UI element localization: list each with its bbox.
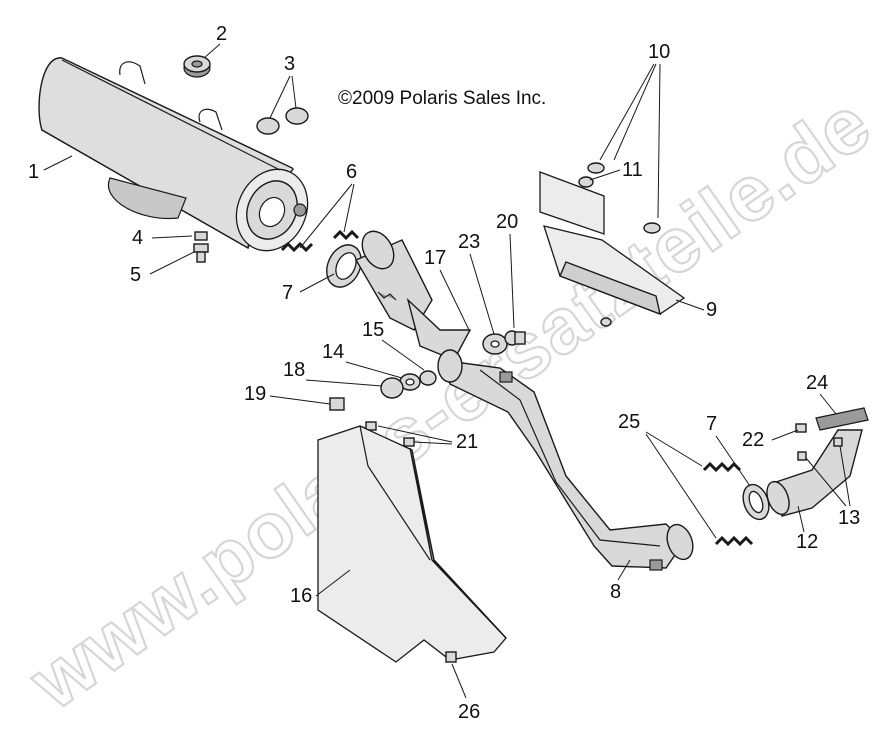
callout-9: 9: [706, 299, 717, 321]
callout-8: 8: [610, 581, 621, 603]
callout-12: 12: [796, 531, 818, 553]
grommet-part-18: [380, 377, 404, 399]
callout-15: 15: [362, 319, 384, 341]
bolt-part-19: [329, 397, 345, 411]
callout-16: 16: [290, 585, 312, 607]
callout-17: 17: [424, 247, 446, 269]
mid-pipe-part-8: [438, 359, 694, 571]
muffler-part: [38, 57, 309, 252]
spring-part-25: [702, 461, 754, 547]
callout-18: 18: [283, 359, 305, 381]
bolt-part-5: [193, 243, 209, 263]
callout-7-lower: 7: [706, 413, 717, 435]
callout-3: 3: [284, 53, 295, 75]
heat-shield-part-16: [317, 425, 507, 663]
bushing-part-15: [419, 370, 437, 386]
callout-10: 10: [648, 41, 670, 63]
washer-part-23: [482, 333, 508, 355]
bracket-part-9: [539, 171, 686, 327]
callout-19: 19: [244, 383, 266, 405]
bolt-part-22: [795, 423, 807, 433]
header-pipe-part-17: [354, 230, 472, 361]
callout-6: 6: [346, 161, 357, 183]
grommet-part-2: [183, 55, 211, 78]
callout-26: 26: [458, 701, 480, 723]
spring-part-6: [280, 229, 360, 253]
callout-11: 11: [622, 159, 643, 181]
callout-2: 2: [216, 23, 227, 45]
callout-1: 1: [28, 161, 39, 183]
pipe-hanger: [437, 349, 463, 383]
callout-22: 22: [742, 429, 764, 451]
screw-part-21: [365, 421, 415, 447]
grommet-part-3: [256, 107, 309, 135]
washer-part-11: [578, 176, 594, 188]
callout-4: 4: [132, 227, 143, 249]
clip-part-4: [194, 231, 208, 241]
callout-13: 13: [838, 507, 860, 529]
callout-25: 25: [618, 411, 640, 433]
callout-23: 23: [458, 231, 480, 253]
callout-7-upper: 7: [282, 282, 293, 304]
callout-24: 24: [806, 372, 828, 394]
nut-part-13: [797, 437, 843, 461]
bolt-part-10: [587, 162, 661, 234]
screw-part-26: [445, 651, 457, 663]
nut-part-20: [504, 330, 526, 346]
gasket-part-7-upper: [326, 244, 362, 288]
callout-20: 20: [496, 211, 518, 233]
callout-14: 14: [322, 341, 344, 363]
callout-21: 21: [456, 431, 478, 453]
copyright-notice: ©2009 Polaris Sales Inc.: [338, 88, 546, 109]
elbow-part-12: [766, 429, 863, 517]
callout-5: 5: [130, 264, 141, 286]
gasket-part-24: [815, 407, 869, 431]
